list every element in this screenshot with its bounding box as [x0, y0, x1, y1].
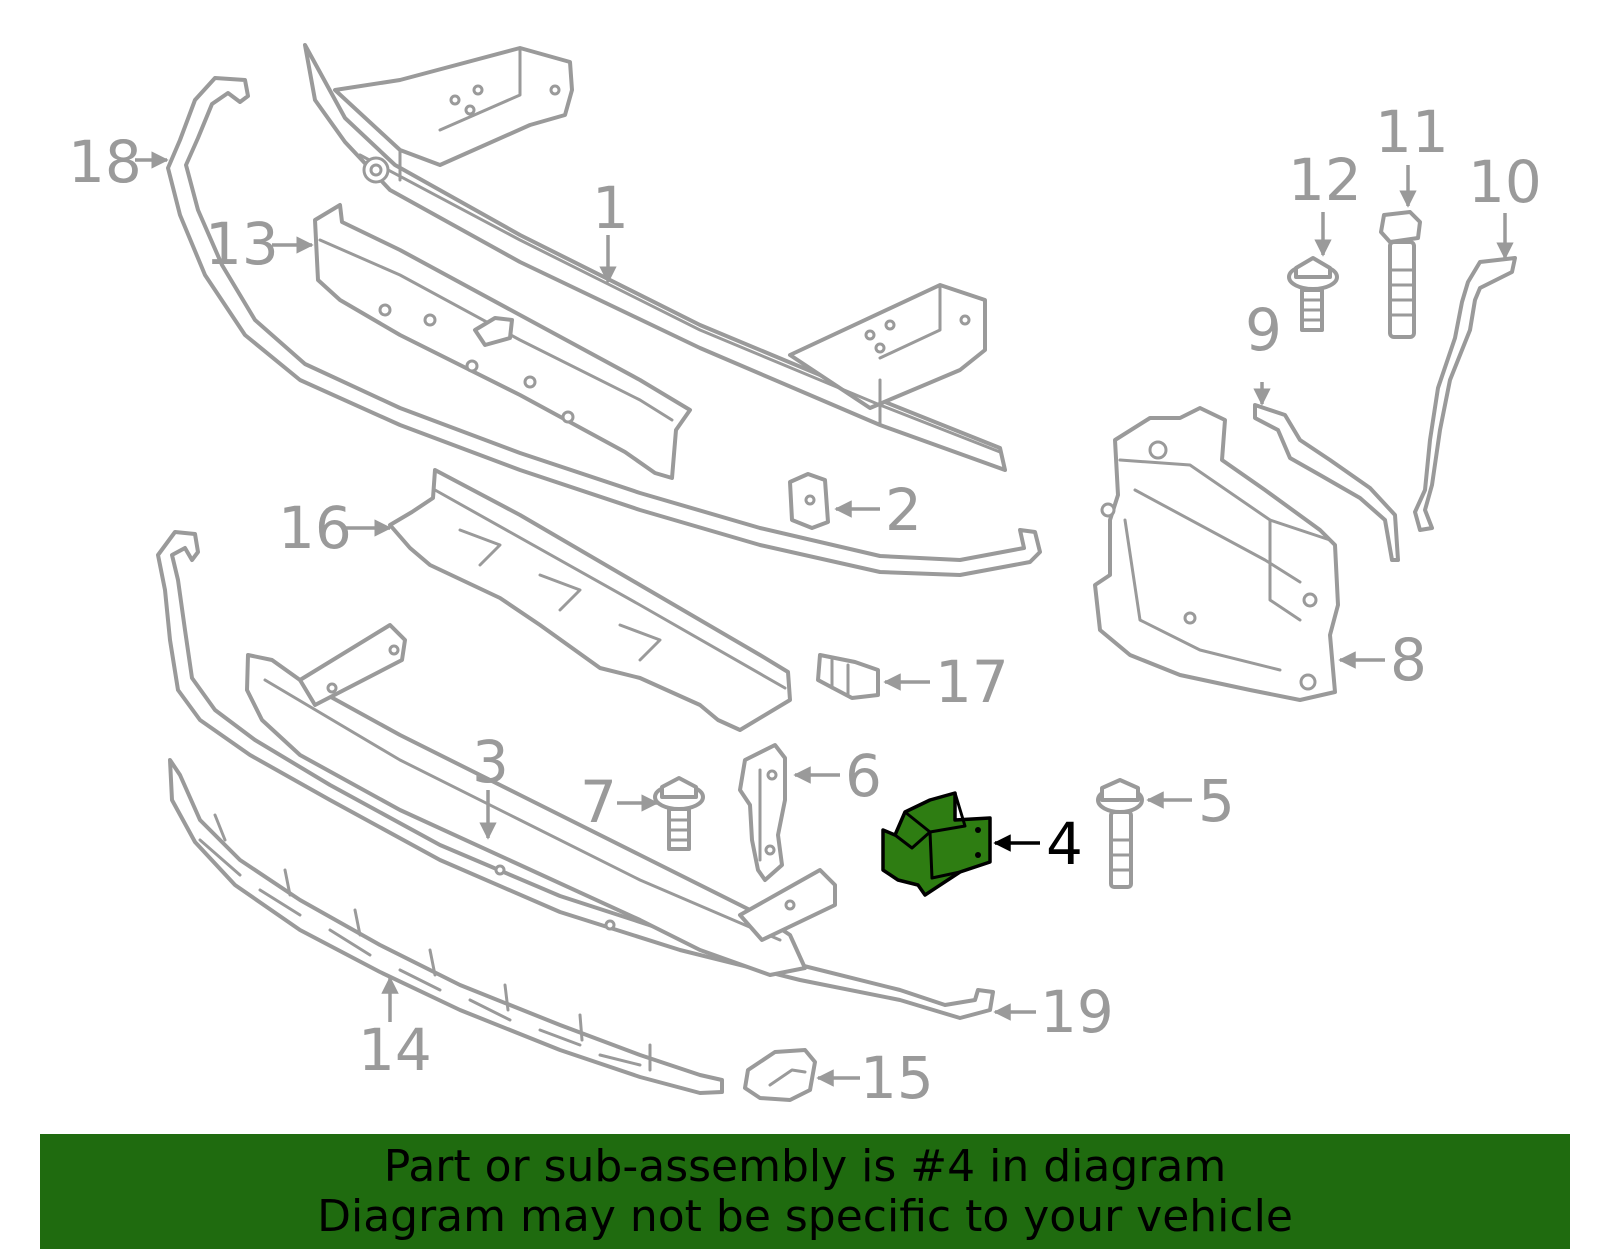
callout-17: 17: [935, 648, 1009, 716]
callout-labels: 1 2 3 4 5 6 7 8 9 10 11 12 13 14 15 16 1…: [68, 98, 1542, 1112]
banner-line-1: Part or sub-assembly is #4 in diagram: [383, 1140, 1227, 1192]
part-14-grille-insert: [168, 758, 724, 1095]
callout-6: 6: [845, 742, 882, 810]
part-4-bracket-highlighted: [881, 791, 992, 897]
callout-7: 7: [580, 768, 617, 836]
callout-12: 12: [1288, 146, 1362, 214]
part-1-reinforcement-bar: [303, 43, 1007, 472]
part-18-trim-strip: [166, 76, 1042, 577]
callout-4: 4: [1046, 810, 1083, 878]
callout-10: 10: [1468, 148, 1542, 216]
part-16-air-deflector: [388, 468, 792, 732]
callout-15: 15: [860, 1044, 934, 1112]
info-banner: Part or sub-assembly is #4 in diagram Di…: [40, 1134, 1570, 1249]
part-2-clip: [788, 472, 830, 530]
part-13-absorber: [313, 203, 692, 480]
callout-1: 1: [592, 174, 629, 242]
part-5-bolt: [1096, 778, 1144, 889]
callout-19: 19: [1040, 978, 1114, 1046]
callout-18: 18: [68, 128, 142, 196]
banner-line-2: Diagram may not be specific to your vehi…: [317, 1190, 1293, 1242]
callout-8: 8: [1390, 626, 1427, 694]
callout-11: 11: [1375, 98, 1449, 166]
part-12-bolt: [1287, 256, 1339, 332]
part-15-lamp-cover: [743, 1048, 817, 1102]
callout-9: 9: [1245, 296, 1282, 364]
part-17-bracket: [816, 653, 880, 700]
callout-2: 2: [885, 476, 922, 544]
part-9-seal-strip: [1253, 403, 1400, 562]
callout-16: 16: [278, 494, 352, 562]
callout-3: 3: [472, 728, 509, 796]
callout-14: 14: [358, 1016, 432, 1084]
part-7-bolt: [653, 776, 705, 851]
part-19-lower-trim: [156, 530, 995, 1020]
part-6-bracket: [738, 743, 787, 882]
leader-lines: [135, 151, 1514, 1087]
callout-5: 5: [1198, 767, 1235, 835]
part-8-mounting-bracket: [1093, 406, 1340, 702]
callout-13: 13: [205, 210, 279, 278]
part-3-lower-reinforcement: [245, 623, 837, 977]
part-11-long-bolt: [1379, 210, 1422, 339]
part-10-strap: [1413, 256, 1517, 532]
